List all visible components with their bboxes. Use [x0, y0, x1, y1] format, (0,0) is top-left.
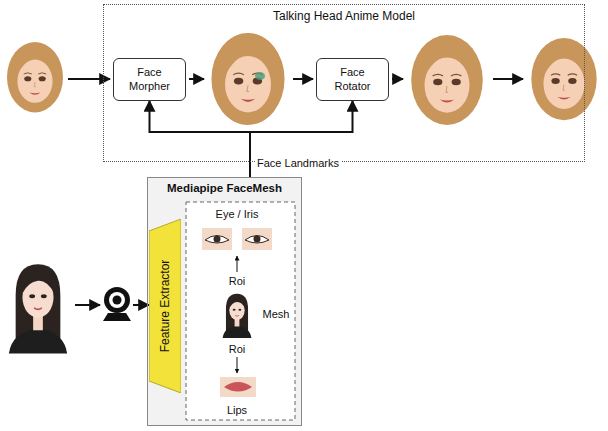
process-box: Face Morpher [113, 58, 186, 101]
group-frame: Talking Head Anime ModelFace Morpher Face… [103, 4, 585, 162]
roi-label: Mesh [263, 308, 290, 320]
extractor-trapezoid: Feature Extractor [149, 219, 181, 393]
vertical-label: Feature Extractor [158, 260, 172, 353]
roi-label: Roi [229, 275, 246, 287]
roi-label: Lips [227, 404, 247, 416]
box-label: Face Rotator [325, 66, 381, 94]
box-label: Face Morpher [122, 66, 178, 94]
process-box: Face Rotator [316, 58, 389, 101]
group-title: Mediapipe FaceMesh [148, 182, 301, 194]
landmark-arrow [150, 101, 251, 177]
landmark-arrow [250, 101, 353, 177]
edge-label: Face Landmarks [255, 157, 341, 169]
group-title: Talking Head Anime Model [104, 9, 584, 23]
roi-label: Eye / Iris [216, 208, 259, 220]
roi-label: Roi [229, 343, 246, 355]
